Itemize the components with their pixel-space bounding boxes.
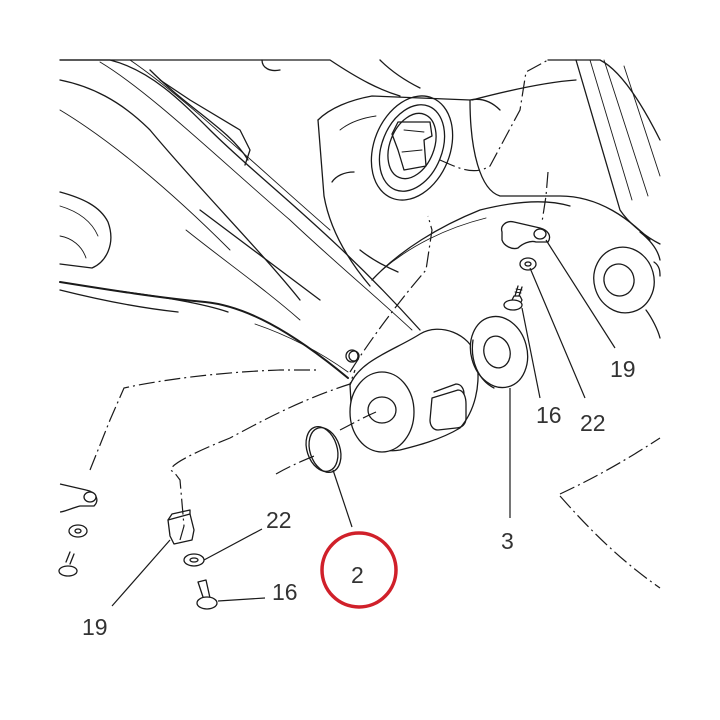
label-part-22-left[interactable]: 22 — [266, 507, 292, 533]
pivot-boss — [348, 328, 479, 453]
washer-22-right — [519, 257, 537, 271]
label-part-22-right[interactable]: 22 — [580, 410, 606, 436]
swingarm — [59, 59, 421, 379]
frame-housing — [59, 59, 661, 287]
highlight-circle — [320, 531, 398, 609]
washer-right — [593, 246, 661, 339]
leader-lines — [111, 239, 616, 607]
label-part-16-right[interactable]: 16 — [536, 402, 562, 428]
screw-16-left-top — [58, 551, 78, 577]
washer-22-left-top — [68, 524, 88, 538]
washer-3 — [469, 315, 529, 389]
center-lines — [89, 59, 661, 589]
cable-clip-19-left — [167, 509, 195, 545]
cable-clip-19-right — [500, 220, 551, 250]
label-part-2[interactable]: 2 — [351, 562, 364, 588]
snap-ring-2 — [305, 425, 342, 474]
washer-22-left — [183, 553, 205, 567]
screw-16-left — [196, 579, 218, 610]
screw-16-right — [503, 285, 523, 311]
label-part-19-left[interactable]: 19 — [82, 614, 108, 640]
label-part-3[interactable]: 3 — [501, 528, 514, 554]
label-part-16-left[interactable]: 16 — [272, 579, 298, 605]
cable-clip-19-left-top — [59, 483, 98, 513]
rubber-grommet — [370, 95, 454, 201]
label-part-19-right[interactable]: 19 — [610, 356, 636, 382]
